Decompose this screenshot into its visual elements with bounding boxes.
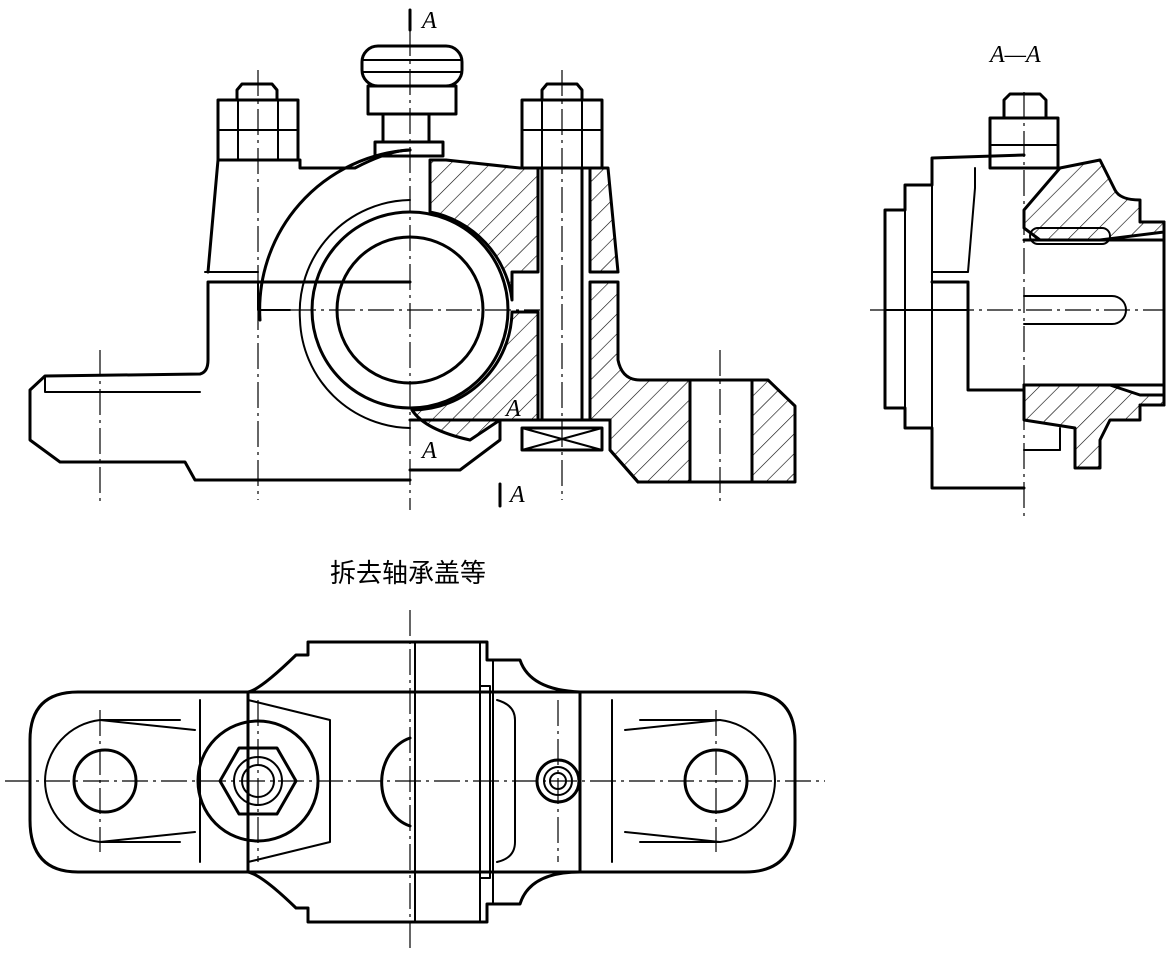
side-oil-groove [1029, 227, 1111, 245]
top-cover-slot [479, 685, 491, 879]
top-view [5, 610, 825, 950]
section-view-title: A—A [988, 42, 1041, 68]
front-base-outline-left [28, 280, 412, 482]
front-bush-outer [258, 148, 412, 322]
top-bearing-cover [414, 641, 494, 923]
side-cap-outline [931, 167, 976, 273]
front-bolt-left [235, 82, 279, 102]
section-label-inner-left: A [420, 438, 437, 464]
front-oil-cup-cap [360, 44, 464, 88]
front-oil-cup-body [366, 84, 458, 116]
section-label-bottom: A [508, 482, 525, 508]
top-view-caption: 拆去轴承盖等 [330, 559, 486, 589]
side-cap-section [1022, 158, 1166, 242]
front-cap-gap-left [204, 271, 291, 311]
front-base-hole-right [688, 378, 754, 484]
side-shaft-outline [1022, 220, 1166, 407]
top-housing-right [408, 640, 582, 924]
side-section-view: A—A [870, 42, 1166, 520]
front-base-section [410, 310, 540, 442]
top-ribs-right [611, 699, 721, 863]
front-cap-section-right [588, 166, 620, 274]
front-cap-left [206, 148, 412, 274]
front-bush-mid [298, 199, 411, 429]
front-base-foot-left [44, 375, 201, 393]
side-base-section [1022, 383, 1166, 470]
top-shaft-end [380, 736, 412, 828]
front-oil-cup-stem [381, 112, 431, 144]
side-inner-step [930, 280, 1026, 392]
front-base-section-right [588, 280, 692, 484]
top-base-outline-left [28, 690, 412, 874]
top-housing-left [246, 640, 412, 924]
section-label-inner-mid: A [504, 396, 521, 422]
front-view: A A A A [28, 8, 797, 510]
side-bolt [1002, 92, 1048, 120]
front-cap-section [428, 158, 540, 302]
top-base-outline-right [408, 690, 797, 874]
front-base-section-end [750, 378, 797, 484]
section-label-top: A [420, 8, 437, 34]
